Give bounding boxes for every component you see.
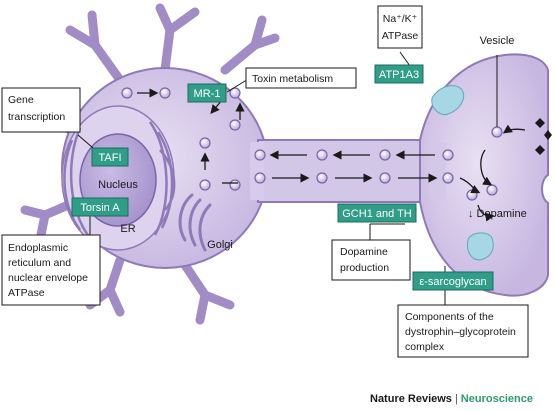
axon	[257, 139, 441, 203]
svg-text:complex: complex	[405, 341, 445, 353]
svg-text:Gene: Gene	[8, 94, 34, 106]
journal-name: Neuroscience	[460, 393, 533, 405]
brand-separator: |	[454, 393, 458, 405]
er-label: ER	[120, 223, 135, 235]
vesicle-label: Vesicle	[480, 35, 515, 47]
callout-toxin-metabolism: Toxin metabolism	[245, 67, 357, 89]
mr1-label: MR-1	[194, 88, 221, 100]
svg-text:Na⁺/K⁺: Na⁺/K⁺	[383, 13, 418, 25]
callout-er-atpase: Endoplasmic reticulum and nuclear envelo…	[1, 234, 101, 306]
golgi-apparatus	[178, 193, 212, 252]
dendrites	[20, 3, 280, 325]
callout-na-k-atpase: Na⁺/K⁺ ATPase	[377, 5, 423, 49]
svg-text:reticulum and: reticulum and	[8, 257, 71, 269]
torsin-a-label: Torsin A	[80, 202, 120, 214]
nucleus-label: Nucleus	[98, 179, 138, 191]
brand-name: Nature Reviews	[370, 393, 452, 405]
svg-text:Components of the: Components of the	[405, 311, 494, 323]
svg-text:ATPase: ATPase	[8, 287, 45, 299]
svg-text:Endoplasmic: Endoplasmic	[8, 242, 68, 254]
atp1a3-channel	[431, 85, 465, 116]
svg-text:ATPase: ATPase	[382, 30, 419, 42]
transport-arrows	[137, 88, 526, 222]
svg-text:Toxin metabolism: Toxin metabolism	[252, 73, 333, 85]
sarcoglycan-channel	[467, 232, 494, 261]
callout-dopamine-production: Dopamine production	[331, 239, 411, 281]
atp1a3-label: ATP1A3	[379, 69, 419, 81]
journal-credit: Nature Reviews|Neuroscience	[370, 393, 533, 405]
e-sarcoglycan-label: ε-sarcoglycan	[419, 276, 486, 288]
callout-gene-transcription: Gene transcription	[1, 87, 81, 133]
svg-text:production: production	[340, 262, 389, 274]
callout-dystrophin-complex: Components of the dystrophin–glycoprotei…	[397, 304, 529, 358]
callout-connectors	[77, 51, 446, 305]
tafi-label: TAFI	[98, 152, 121, 164]
er-membranes	[63, 121, 176, 239]
golgi-label: Golgi	[207, 239, 233, 251]
svg-text:transcription: transcription	[8, 111, 65, 123]
dopamine-label: ↓ Dopamine	[468, 208, 527, 220]
synaptic-cleft-icon	[535, 118, 552, 155]
protein-labels: TAFI Torsin A MR-1 ATP1A3 GCH1 and TH ε-…	[71, 64, 494, 291]
svg-text:nuclear envelope: nuclear envelope	[8, 272, 88, 284]
svg-text:dystrophin–glycoprotein: dystrophin–glycoprotein	[405, 326, 516, 338]
svg-text:Dopamine: Dopamine	[340, 246, 388, 258]
gch1-th-label: GCH1 and TH	[342, 208, 412, 220]
